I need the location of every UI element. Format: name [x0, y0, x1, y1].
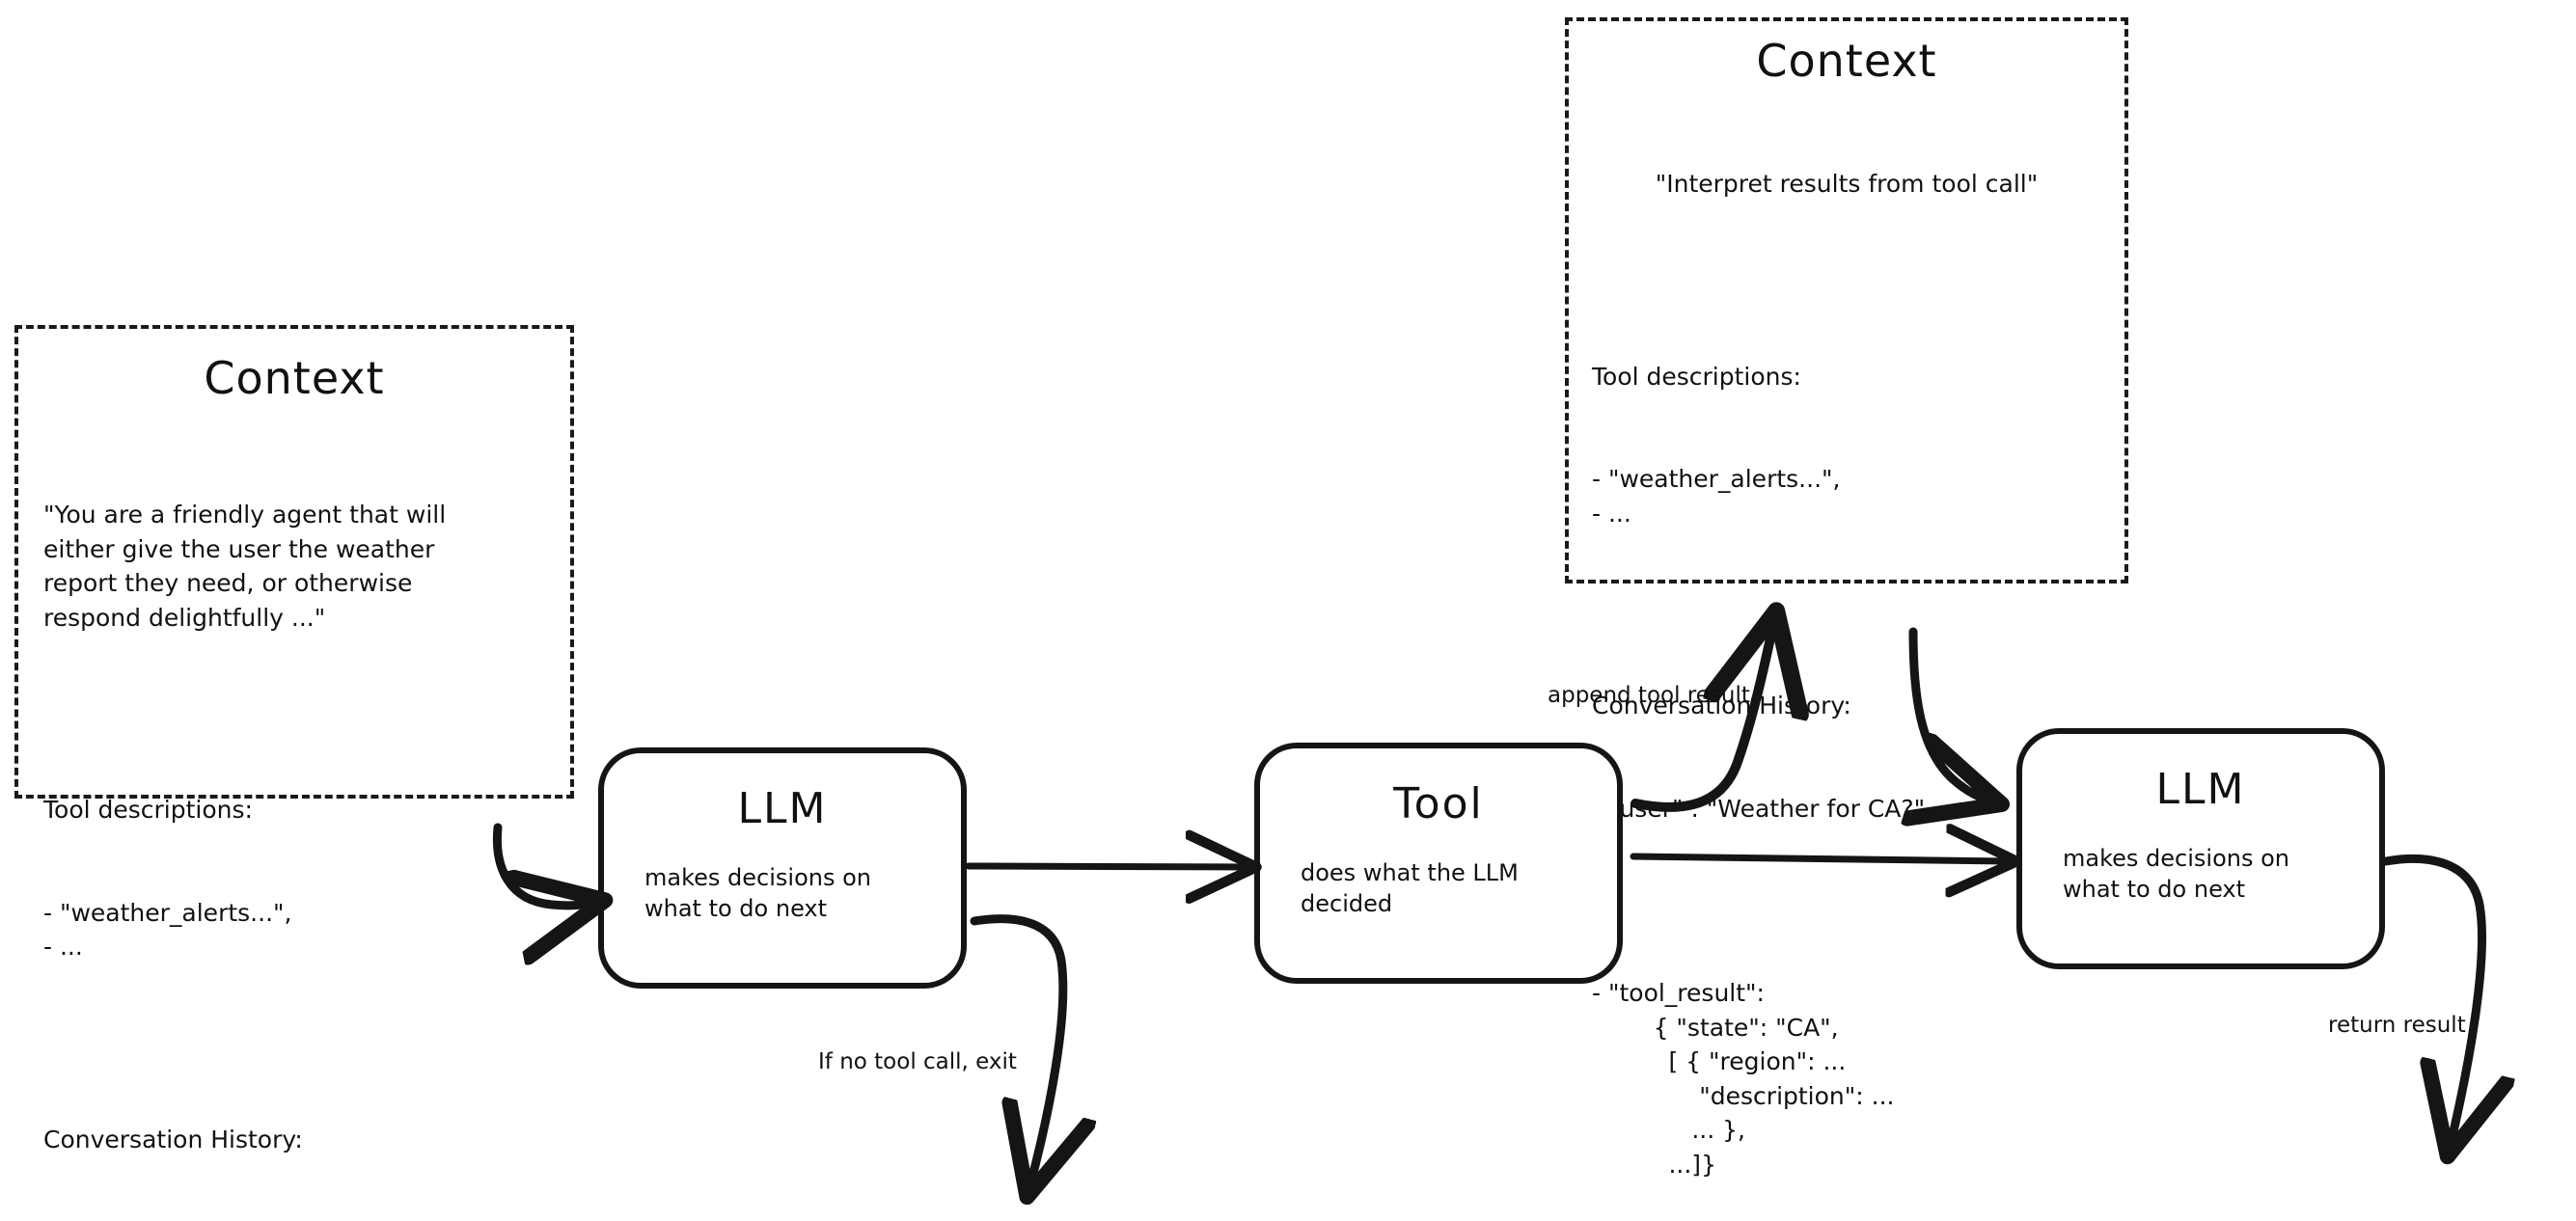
node-tool-title: Tool: [1393, 779, 1484, 828]
node-llm-first-subtitle: makes decisions on what to do next: [644, 864, 871, 923]
node-llm-first-title: LLM: [737, 784, 828, 833]
node-llm-second[interactable]: LLM makes decisions on what to do next: [2016, 728, 2385, 969]
edge-llm-first-to-tool: [965, 866, 1247, 867]
node-tool-subtitle: does what the LLM decided: [1301, 859, 1519, 918]
context-right-tool-descriptions-items: - "weather_alerts...", - ...: [1592, 465, 1841, 528]
context-right-system-prompt: "Interpret results from tool call": [1655, 170, 2039, 198]
node-llm-first[interactable]: LLM makes decisions on what to do next: [598, 747, 967, 989]
spacer: [43, 703, 545, 724]
context-box-left: Context "You are a friendly agent that w…: [14, 325, 574, 1153]
node-tool[interactable]: Tool does what the LLM decided: [1254, 743, 1623, 984]
edge-label-append-tool-result: append tool result: [1548, 683, 1750, 708]
spacer: [43, 1033, 545, 1054]
context-right-tool-descriptions-heading: Tool descriptions:: [1592, 362, 1801, 391]
node-llm-second-title: LLM: [2155, 765, 2246, 814]
context-left-system-prompt: "You are a friendly agent that will eith…: [43, 501, 447, 632]
edge-label-return-result: return result: [2328, 1013, 2466, 1038]
spacer: [1592, 270, 2101, 291]
context-left-title: Context: [204, 352, 385, 404]
context-right-tool-result: - "tool_result": { "state": "CA", [ { "r…: [1592, 979, 1895, 1179]
edge-label-exit: If no tool call, exit: [818, 1049, 1017, 1074]
context-box-right: Context "Interpret results from tool cal…: [1565, 17, 2128, 1179]
context-left-tool-descriptions-items: - "weather_alerts...", - ...: [43, 898, 292, 962]
spacer: [1592, 599, 2101, 620]
edge-return-result: [2381, 854, 2482, 1144]
context-left-conversation-heading: Conversation History:: [43, 1125, 303, 1153]
node-llm-second-subtitle: makes decisions on what to do next: [2063, 845, 2289, 904]
context-right-title: Context: [1756, 35, 1937, 87]
context-left-tool-descriptions-heading: Tool descriptions:: [43, 796, 253, 824]
